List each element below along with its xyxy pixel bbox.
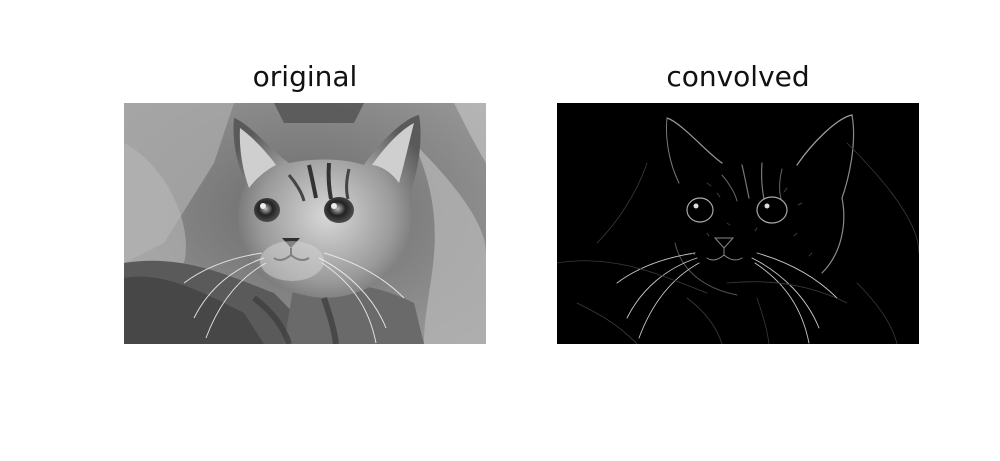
- convolved-cat-image: [557, 103, 919, 344]
- original-cat-image: [124, 103, 486, 344]
- panel-title-original: original: [252, 60, 358, 93]
- panel-title-convolved: convolved: [666, 60, 810, 93]
